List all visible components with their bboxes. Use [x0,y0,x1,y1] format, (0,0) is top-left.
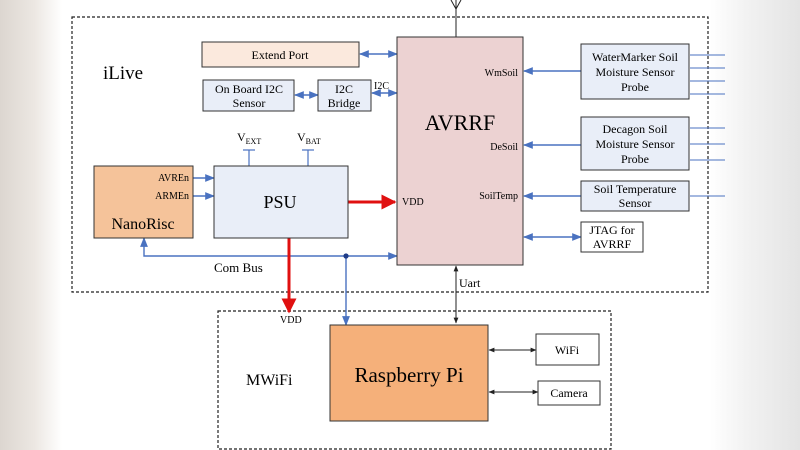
svg-text:Decagon Soil: Decagon Soil [603,122,669,136]
svg-text:Probe: Probe [621,152,649,166]
svg-text:JTAG for: JTAG for [589,223,634,237]
i2c-bridge-block: I2C Bridge [317,79,372,112]
avrrf-block: AVRRF WmSoil DeSoil SoilTemp VDD [396,36,524,266]
ilive-label: iLive [103,63,143,84]
mwifi-label: MWiFi [246,372,293,389]
svg-text:Sensor: Sensor [233,96,266,110]
svg-text:I2C: I2C [335,82,353,96]
com-bus-label: Com Bus [214,260,263,275]
left-background-fade [0,0,62,450]
raspberry-pi-block: Raspberry Pi [329,324,489,422]
psu-block: PSU [213,165,349,239]
com-bus-junction [343,253,349,259]
desoil-port-label: DeSoil [490,142,518,153]
vdd-rpi-label: VDD [280,315,302,326]
svg-text:AVRRF: AVRRF [593,237,632,251]
camera-block: Camera [537,380,601,406]
wifi-block: WiFi [535,333,600,366]
svg-text:PSU: PSU [263,192,296,212]
avren-label: AVREn [158,173,189,184]
wmsoil-port-label: WmSoil [485,68,519,79]
ilive-boundary [71,16,709,293]
soil-temperature-sensor-block: Soil Temperature Sensor [580,180,690,212]
svg-text:Bridge: Bridge [328,96,361,110]
svg-text:Moisture Sensor: Moisture Sensor [596,65,675,79]
soiltemp-port-label: SoilTemp [479,191,518,202]
vdd-port-label: VDD [402,197,424,208]
svg-text:NanoRisc: NanoRisc [111,216,174,233]
svg-text:Moisture Sensor: Moisture Sensor [596,137,675,151]
onboard-i2c-sensor-block: On Board I2C Sensor [202,79,295,112]
svg-text:WaterMarker Soil: WaterMarker Soil [592,50,679,64]
svg-text:Raspberry Pi: Raspberry Pi [354,363,463,387]
svg-text:Camera: Camera [550,386,588,400]
vbat-label: VBAT [297,130,321,146]
probe-wires [690,54,725,197]
mwifi-boundary [217,310,612,450]
supply-stubs [243,149,314,166]
nanorisc-block: NanoRisc AVREn ARMEn [93,165,194,239]
svg-text:WiFi: WiFi [555,343,580,357]
com-bus-line [140,237,398,260]
antenna-icon [450,0,462,38]
svg-text:Sensor: Sensor [619,196,652,210]
extend-port-block: Extend Port [201,41,360,68]
jtag-block: JTAG for AVRRF [580,221,644,253]
svg-text:Soil Temperature: Soil Temperature [594,182,677,196]
uart-label: Uart [459,276,481,290]
svg-text:AVRRF: AVRRF [425,110,496,135]
svg-text:Probe: Probe [621,80,649,94]
decagon-probe-block: Decagon Soil Moisture Sensor Probe [580,116,690,171]
watermarker-probe-block: WaterMarker Soil Moisture Sensor Probe [580,43,690,100]
armen-label: ARMEn [155,191,189,202]
vext-label: VEXT [237,130,261,146]
svg-text:On Board I2C: On Board I2C [215,82,283,96]
svg-text:Extend Port: Extend Port [252,48,310,62]
i2c-label: I2C [374,81,389,92]
right-background-fade [710,0,800,450]
